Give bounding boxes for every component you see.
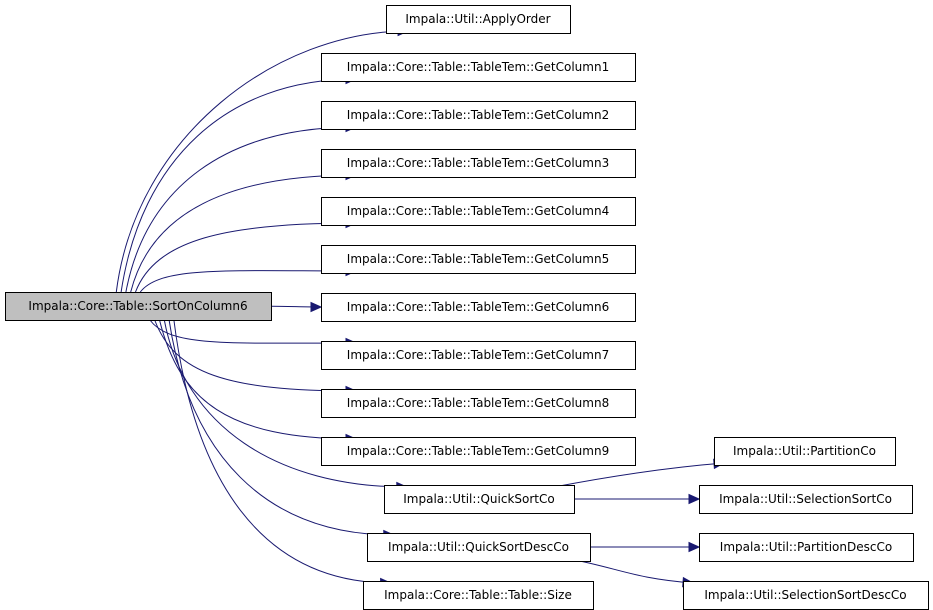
node-label: Impala::Util::PartitionDescCo (720, 540, 892, 554)
node-box[interactable] (386, 5, 571, 34)
edge-line (163, 319, 407, 488)
edge-line (130, 174, 357, 293)
node-label: Impala::Core::Table::TableTem::GetColumn… (347, 60, 609, 74)
node-tablesize[interactable]: Impala::Core::Table::Table::Size (363, 581, 594, 610)
node-getcolumn6[interactable]: Impala::Core::Table::TableTem::GetColumn… (321, 293, 636, 322)
node-getcolumn3[interactable]: Impala::Core::Table::TableTem::GetColumn… (321, 149, 636, 178)
node-getcolumn4[interactable]: Impala::Core::Table::TableTem::GetColumn… (321, 197, 636, 226)
node-box[interactable] (321, 197, 636, 226)
node-label: Impala::Core::Table::TableTem::GetColumn… (347, 204, 609, 218)
edge-root-to-getcolumn1 (120, 73, 358, 293)
edge-line (149, 319, 357, 344)
node-label: Impala::Util::SelectionSortDescCo (704, 588, 906, 602)
node-label: Impala::Core::Table::TableTem::GetColumn… (347, 396, 609, 410)
edge-line (553, 462, 725, 488)
node-box[interactable] (321, 101, 636, 130)
node-box[interactable] (321, 341, 636, 370)
node-getcolumn8[interactable]: Impala::Core::Table::TableTem::GetColumn… (321, 389, 636, 418)
node-getcolumn7[interactable]: Impala::Core::Table::TableTem::GetColumn… (321, 341, 636, 370)
node-label: Impala::Core::Table::TableTem::GetColumn… (347, 348, 609, 362)
edge-quicksortco-to-selectionsortco (574, 493, 701, 505)
nodes-layer: Impala::Core::Table::SortOnColumn6Impala… (5, 5, 929, 610)
node-getcolumn9[interactable]: Impala::Core::Table::TableTem::GetColumn… (321, 437, 636, 466)
node-label: Impala::Core::Table::TableTem::GetColumn… (347, 252, 609, 266)
node-box[interactable] (321, 389, 636, 418)
node-box[interactable] (363, 581, 594, 610)
node-getcolumn1[interactable]: Impala::Core::Table::TableTem::GetColumn… (321, 53, 636, 82)
node-label: Impala::Util::SelectionSortCo (719, 492, 892, 506)
node-getcolumn5[interactable]: Impala::Core::Table::TableTem::GetColumn… (321, 245, 636, 274)
node-box[interactable] (321, 53, 636, 82)
node-box[interactable] (321, 293, 636, 322)
edge-line (125, 126, 357, 293)
node-box[interactable] (714, 437, 896, 466)
edge-root-to-getcolumn6 (270, 301, 323, 313)
node-partitionco[interactable]: Impala::Util::PartitionCo (714, 437, 896, 466)
edge-line (168, 319, 394, 536)
node-box[interactable] (321, 245, 636, 274)
edge-quicksortdescco-to-partitiondescco (590, 541, 701, 553)
node-label: Impala::Util::PartitionCo (733, 444, 876, 458)
node-label: Impala::Core::Table::TableTem::GetColumn… (347, 444, 609, 458)
node-selectionsortdescco[interactable]: Impala::Util::SelectionSortDescCo (683, 581, 929, 610)
arrowhead (310, 301, 323, 313)
edge-line (139, 270, 357, 293)
node-box[interactable] (699, 485, 913, 514)
node-root[interactable]: Impala::Core::Table::SortOnColumn6 (5, 292, 272, 321)
node-box[interactable] (384, 485, 575, 514)
arrowhead (688, 493, 701, 505)
edge-line (569, 558, 694, 584)
edge-line (120, 78, 357, 293)
arrowhead (688, 541, 701, 553)
node-label: Impala::Util::QuickSortDescCo (388, 540, 569, 554)
node-label: Impala::Core::Table::SortOnColumn6 (28, 299, 247, 313)
node-quicksortco[interactable]: Impala::Util::QuickSortCo (384, 485, 575, 514)
node-box[interactable] (5, 292, 272, 321)
node-selectionsortco[interactable]: Impala::Util::SelectionSortCo (699, 485, 913, 514)
node-box[interactable] (321, 437, 636, 466)
node-box[interactable] (367, 533, 591, 562)
edge-line (154, 319, 357, 392)
node-getcolumn2[interactable]: Impala::Core::Table::TableTem::GetColumn… (321, 101, 636, 130)
node-box[interactable] (683, 581, 929, 610)
node-label: Impala::Core::Table::Table::Size (384, 588, 572, 602)
edge-line (135, 222, 357, 293)
edge-line (173, 319, 391, 584)
node-label: Impala::Core::Table::TableTem::GetColumn… (347, 300, 609, 314)
edge-line (115, 30, 409, 293)
edge-line (159, 319, 357, 440)
node-label: Impala::Util::ApplyOrder (405, 12, 550, 26)
node-label: Impala::Core::Table::TableTem::GetColumn… (347, 156, 609, 170)
node-label: Impala::Util::QuickSortCo (403, 492, 554, 506)
node-applyorder[interactable]: Impala::Util::ApplyOrder (386, 5, 571, 34)
node-partitiondescco[interactable]: Impala::Util::PartitionDescCo (699, 533, 914, 562)
node-box[interactable] (699, 533, 914, 562)
node-label: Impala::Core::Table::TableTem::GetColumn… (347, 108, 609, 122)
node-quicksortdescco[interactable]: Impala::Util::QuickSortDescCo (367, 533, 591, 562)
node-box[interactable] (321, 149, 636, 178)
